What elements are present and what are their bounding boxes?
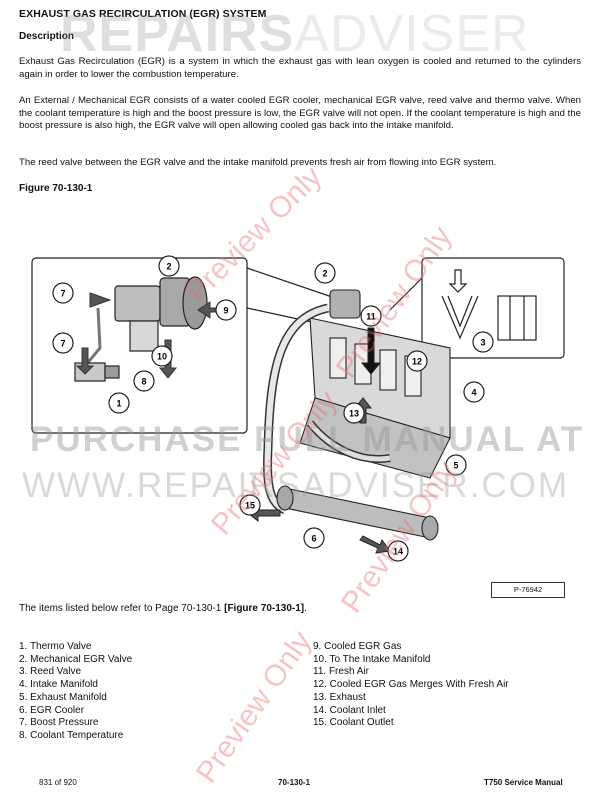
inset-reed-valve-box: [421, 257, 565, 359]
page-title: EXHAUST GAS RECIRCULATION (EGR) SYSTEM: [19, 8, 267, 20]
paragraph-1: Exhaust Gas Recirculation (EGR) is a sys…: [19, 56, 581, 80]
list-item: 14. Coolant Inlet: [313, 704, 386, 716]
svg-text:8: 8: [141, 377, 146, 387]
svg-text:1: 1: [116, 399, 121, 409]
svg-text:5: 5: [453, 461, 458, 471]
callout-14: 14: [387, 540, 409, 562]
watermark-preview-5: Preview Only: [190, 625, 319, 789]
figure-reference-code: P-76942: [491, 582, 565, 598]
callout-9: 9: [215, 299, 237, 321]
callout-11: 11: [360, 305, 382, 327]
items-intro-figure-link[interactable]: [Figure 70-130-1]: [224, 603, 305, 614]
items-intro-text: The items listed below refer to Page 70-…: [19, 603, 225, 614]
inset-egr-valve-box: [31, 257, 248, 434]
callout-3: 3: [472, 331, 494, 353]
list-item: 2. Mechanical EGR Valve: [19, 653, 133, 665]
callout-13: 13: [343, 402, 365, 424]
list-item: 11. Fresh Air: [313, 666, 369, 678]
list-item: 7. Boost Pressure: [19, 717, 99, 729]
list-item: 12. Cooled EGR Gas Merges With Fresh Air: [313, 679, 509, 691]
engine-assembly: [263, 289, 451, 541]
section-heading: Description: [19, 31, 75, 42]
callout-15: 15: [239, 494, 261, 516]
svg-text:14: 14: [393, 547, 403, 557]
svg-text:11: 11: [366, 312, 376, 322]
figure-caption: Figure 70-130-1: [19, 183, 93, 194]
callout-2b: 2: [314, 262, 336, 284]
callout-5: 5: [445, 454, 467, 476]
footer-manual-title: T750 Service Manual: [484, 778, 563, 787]
reed-valve-drawing: [441, 269, 537, 341]
egr-system-diagram: 1 2 2 3 4 5 6 7 7 8 9 10 11 12 13 14 15: [31, 255, 565, 562]
items-list-left: 1. Thermo Valve 2. Mechanical EGR Valve …: [19, 641, 132, 743]
list-item: 8. Coolant Temperature: [19, 729, 124, 741]
callout-7a: 7: [52, 282, 74, 304]
svg-text:2: 2: [322, 269, 327, 279]
svg-text:4: 4: [471, 388, 476, 398]
svg-text:6: 6: [311, 534, 316, 544]
svg-text:9: 9: [223, 306, 228, 316]
svg-text:2: 2: [166, 262, 171, 272]
watermark-top-light: ADVISER: [294, 5, 530, 63]
callout-2a: 2: [158, 255, 180, 277]
callout-10: 10: [151, 345, 173, 367]
svg-text:13: 13: [349, 409, 359, 419]
callout-6: 6: [303, 527, 325, 549]
svg-text:3: 3: [480, 338, 485, 348]
svg-text:15: 15: [245, 501, 255, 511]
svg-text:12: 12: [412, 357, 422, 367]
list-item: 4. Intake Manifold: [19, 679, 98, 691]
footer-page-count: 831 of 920: [39, 778, 77, 787]
callout-1: 1: [108, 392, 130, 414]
list-item: 3. Reed Valve: [19, 666, 82, 678]
callout-7b: 7: [52, 332, 74, 354]
svg-text:10: 10: [157, 352, 167, 362]
list-item: 15. Coolant Outlet: [313, 717, 394, 729]
egr-valve-drawing: [74, 276, 208, 382]
items-intro: The items listed below refer to Page 70-…: [19, 603, 309, 616]
items-intro-end: .: [304, 603, 307, 614]
list-item: 5. Exhaust Manifold: [19, 691, 107, 703]
list-item: 6. EGR Cooler: [19, 704, 85, 716]
list-item: 1. Thermo Valve: [19, 641, 92, 652]
list-item: 10. To The Intake Manifold: [313, 653, 431, 665]
svg-text:7: 7: [60, 339, 65, 349]
list-item: 9. Cooled EGR Gas: [313, 641, 402, 652]
callout-8: 8: [133, 370, 155, 392]
callout-12: 12: [406, 350, 428, 372]
footer-page-number: 70-130-1: [278, 778, 311, 787]
paragraph-2: An External / Mechanical EGR consists of…: [19, 95, 581, 131]
svg-text:7: 7: [60, 289, 65, 299]
paragraph-3: The reed valve between the EGR valve and…: [19, 157, 497, 168]
items-list-right: 9. Cooled EGR Gas 10. To The Intake Mani…: [313, 641, 509, 730]
callout-4: 4: [463, 381, 485, 403]
list-item: 13. Exhaust: [313, 691, 366, 703]
